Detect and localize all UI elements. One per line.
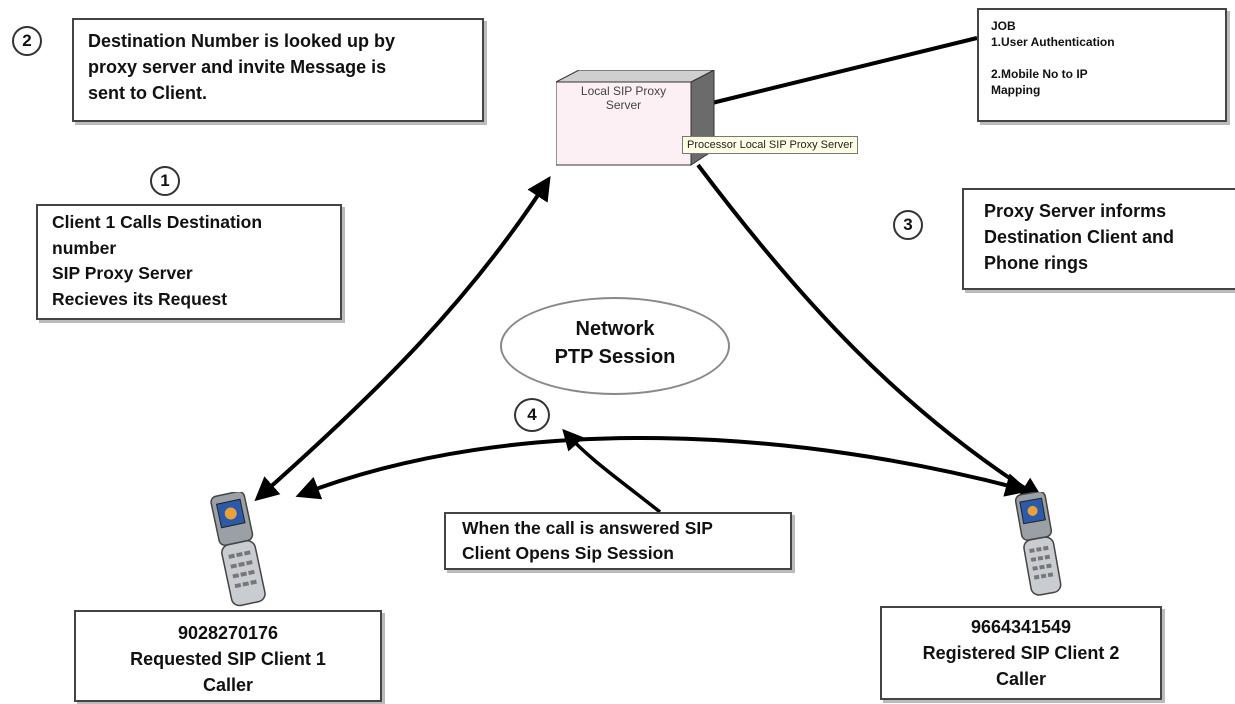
arrow-server-to-client2 <box>696 163 1045 501</box>
job-box: JOB 1.User Authentication 2.Mobile No to… <box>977 8 1227 122</box>
job-item: Mapping <box>991 83 1041 97</box>
proxy-server-label-line: Server <box>605 98 642 112</box>
step-4-line: When the call is answered SIP <box>462 518 713 538</box>
phone-1-icon <box>210 492 266 607</box>
network-session-ellipse: Network PTP Session <box>500 297 730 395</box>
step-2-line: Destination Number is looked up by <box>88 31 396 51</box>
step-3-line: Destination Client and <box>984 227 1175 247</box>
step-1-marker: 1 <box>150 166 180 196</box>
phone-2-icon <box>1014 492 1062 596</box>
step-4-line: Client Opens Sip Session <box>462 543 674 563</box>
server-job-link <box>711 36 978 105</box>
proxy-server-box: Local SIP Proxy Server <box>556 70 716 170</box>
client-1-role: Requested SIP Client 1 <box>130 649 326 669</box>
step-4-marker: 4 <box>514 398 550 432</box>
step-2-line: proxy server and invite Message is <box>88 57 387 77</box>
arrow-step4-pointer <box>562 428 662 514</box>
network-label: PTP Session <box>554 346 676 368</box>
client-2-role: Registered SIP Client 2 <box>922 643 1120 663</box>
step-2-marker: 2 <box>12 26 42 56</box>
job-item: 1.User Authentication <box>991 35 1115 49</box>
proxy-server-label-line: Local SIP Proxy <box>580 84 667 98</box>
client-1-number: 9028270176 <box>177 623 279 643</box>
network-label: Network <box>575 318 655 340</box>
arrow-session-arc <box>295 436 1030 500</box>
client-2-status: Caller <box>995 669 1047 689</box>
job-title: JOB <box>991 19 1016 33</box>
step-2-description: Destination Number is looked up by proxy… <box>72 18 484 122</box>
step-2-line: sent to Client. <box>88 83 208 103</box>
step-3-description: Proxy Server informs Destination Client … <box>962 188 1235 290</box>
arrow-client1-to-server <box>254 175 551 502</box>
step-1-line: SIP Proxy Server <box>52 263 193 283</box>
step-1-line: Client 1 Calls Destination <box>52 212 263 232</box>
job-item: 2.Mobile No to IP <box>991 67 1088 81</box>
proxy-server-tooltip: Processor Local SIP Proxy Server <box>682 136 859 154</box>
step-3-marker: 3 <box>893 210 923 240</box>
client-2-box: 9664341549 Registered SIP Client 2 Calle… <box>880 606 1162 700</box>
proxy-server-shape <box>556 70 715 166</box>
step-1-description: Client 1 Calls Destination number SIP Pr… <box>36 204 342 320</box>
step-1-line: number <box>52 237 117 258</box>
client-2-number: 9664341549 <box>970 617 1072 637</box>
client-1-status: Caller <box>202 675 254 695</box>
step-4-description: When the call is answered SIP Client Ope… <box>444 512 792 570</box>
client-1-box: 9028270176 Requested SIP Client 1 Caller <box>74 610 382 702</box>
step-1-line: Recieves its Request <box>52 288 228 309</box>
step-3-line: Proxy Server informs <box>984 201 1167 221</box>
step-3-line: Phone rings <box>984 253 1089 273</box>
proxy-server-label: Local SIP Proxy Server <box>556 84 691 112</box>
